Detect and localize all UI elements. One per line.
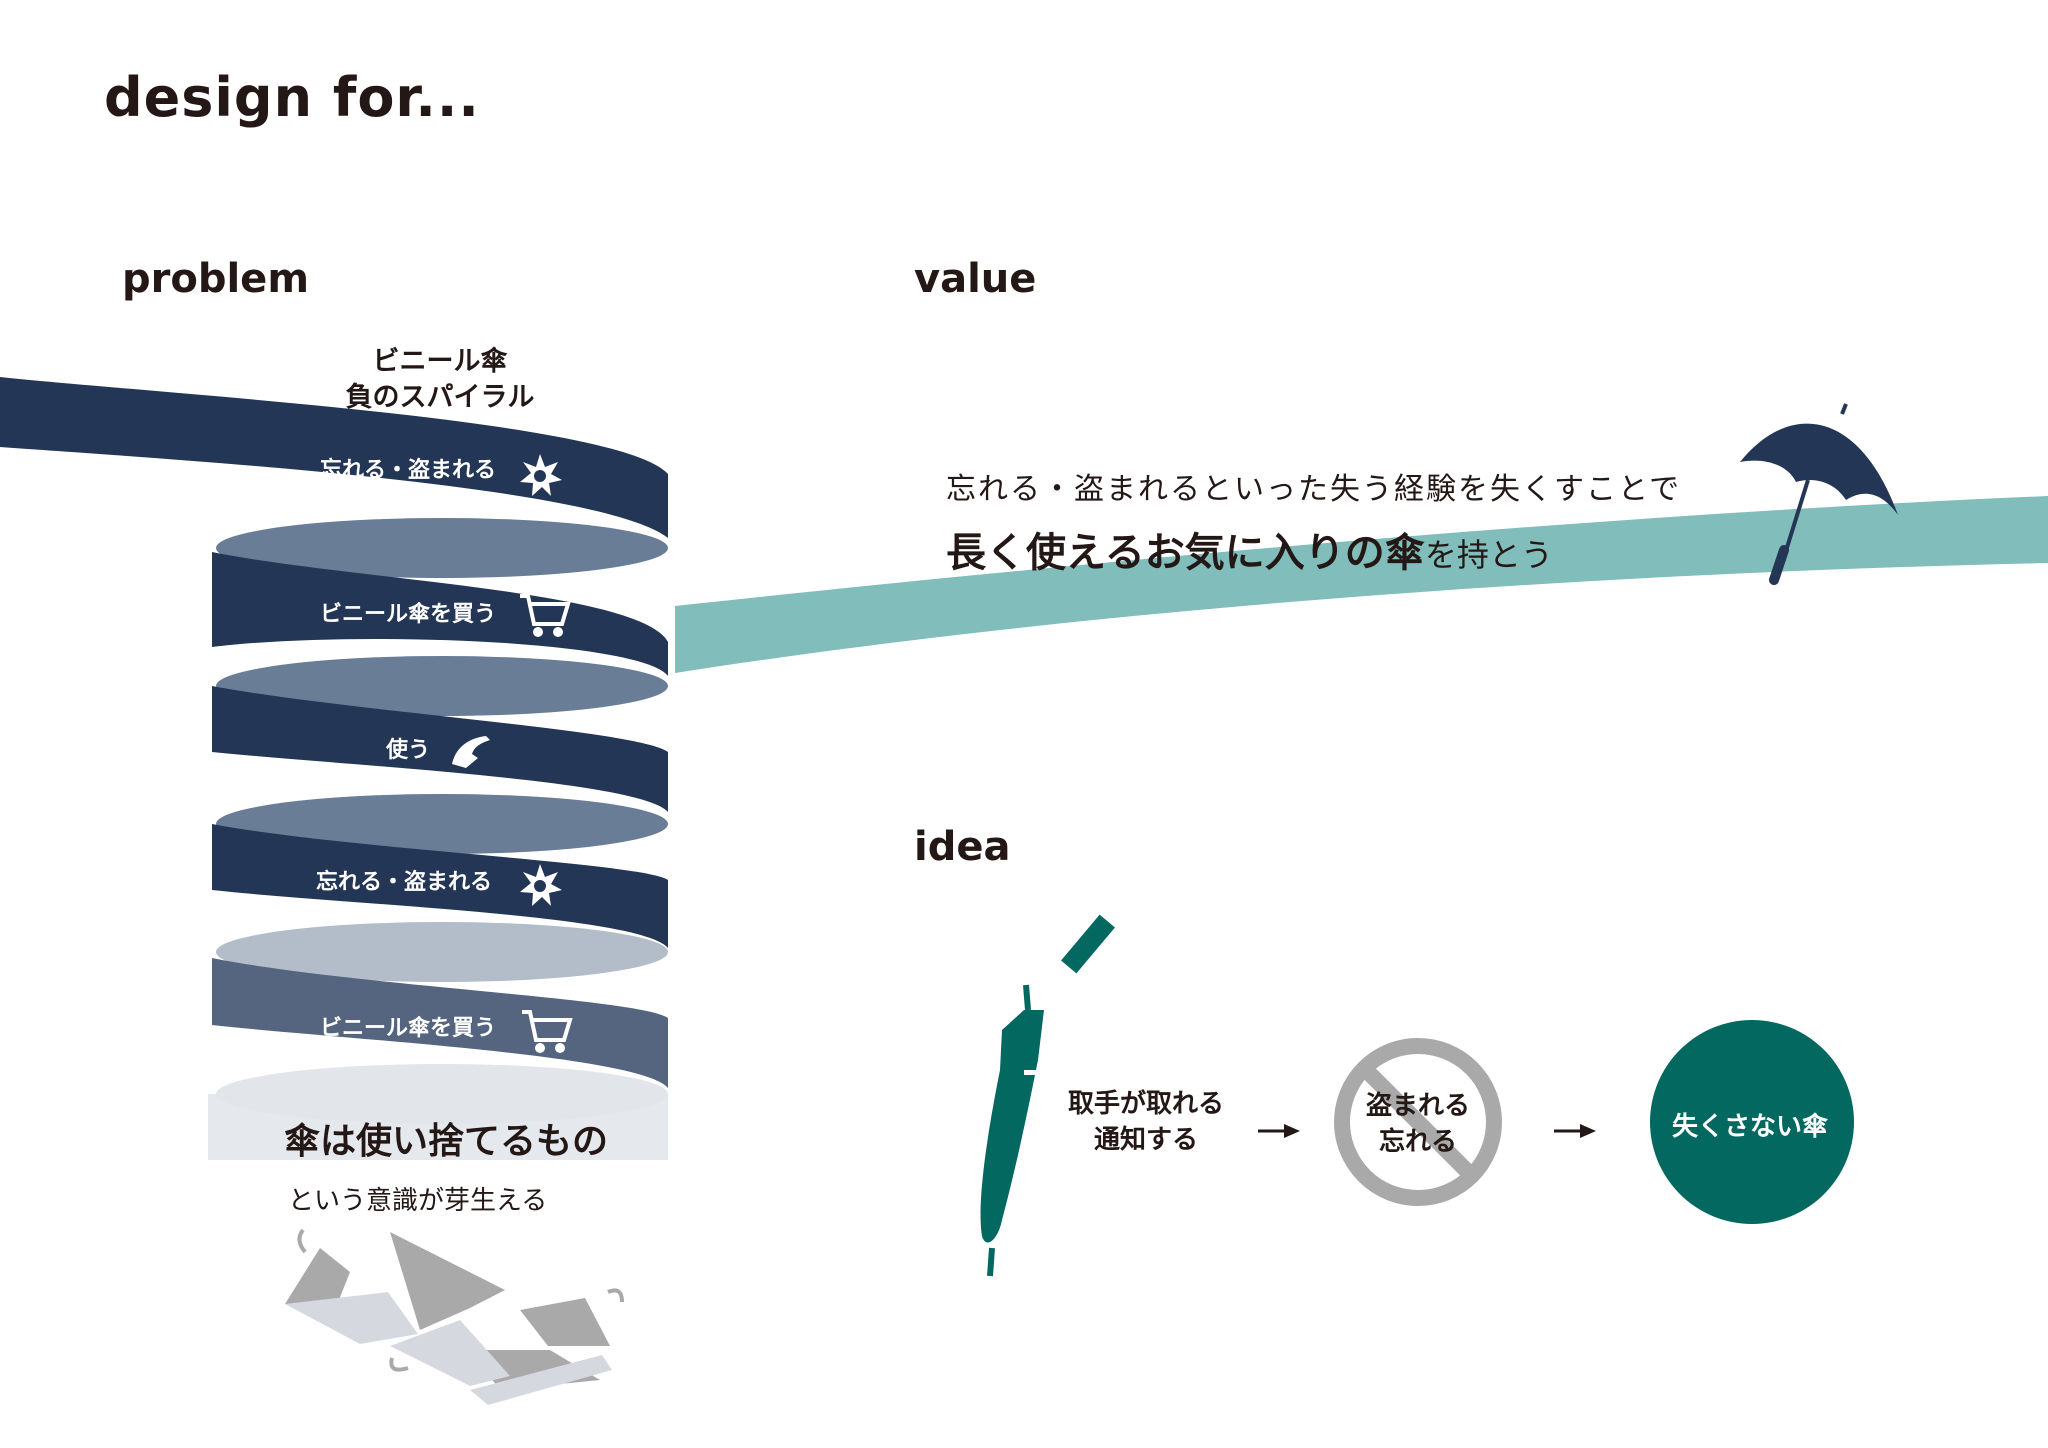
detachable-handle-umbrella-icon [980,914,1115,1277]
spiral-fade [208,1094,668,1160]
cart-icon [520,594,571,637]
band-label-5: ビニール傘を買う [320,1016,497,1041]
value-statement-line-1: 忘れる・盗まれるといった失う経験を失くすことで [946,472,1682,507]
idea-result: 失くさない傘 [1671,1112,1828,1142]
spiral-title-line-2: 負のスパイラル [345,382,535,413]
problem-heading: problem [122,256,309,302]
value-statement-bold: 長く使えるお気に入りの傘 [946,530,1425,576]
idea-step-1-line-2: 通知する [1094,1125,1199,1155]
spiral-band-5 [212,958,668,1088]
value-statement-line-2: 長く使えるお気に入りの傘を持とう [946,520,1553,578]
spiral-band-2 [212,552,668,676]
page-title: design for... [104,66,480,129]
spiral-band-4 [212,824,668,948]
result-circle [1650,1020,1854,1224]
spiral-disc-3 [216,794,668,854]
spiral-title-line-1: ビニール傘 [372,346,508,377]
spiral-title: ビニール傘 負のスパイラル [300,344,580,416]
band-label-4: 忘れる・盗まれる [316,870,493,895]
idea-step-1-line-1: 取手が取れる [1068,1089,1225,1119]
idea-step-1: 取手が取れる 通知する [1068,1086,1224,1158]
band-label-2: ビニール傘を買う [320,602,497,627]
spiral-disc-1 [216,518,668,578]
burst-icon [520,864,562,906]
prohibited-icon [1334,1038,1502,1206]
arrow-icon [1258,1124,1300,1138]
idea-step-2: 盗まれる 忘れる [1358,1088,1478,1160]
value-band [675,496,2048,673]
idea-step-2-line-1: 盗まれる [1365,1091,1470,1121]
conclusion-main: 傘は使い捨てるもの [284,1121,609,1162]
spiral-disc-4 [216,922,668,982]
spiral-band-3 [212,686,668,812]
discarded-umbrellas-icon [285,1232,610,1390]
umbrella-icon [1740,403,1898,585]
value-statement-rest: を持とう [1424,536,1553,574]
arrow-icon [1554,1124,1596,1138]
band-label-1: 忘れる・盗まれる [320,458,497,483]
spiral-band-1 [0,377,668,538]
burst-icon [520,454,562,496]
idea-step-2-line-2: 忘れる [1378,1127,1457,1157]
value-heading: value [914,256,1037,302]
cart-icon [522,1010,573,1053]
hand-icon [452,736,490,768]
discarded-umbrellas-light-icon [285,1228,624,1405]
conclusion-sub: という意識が芽生える [288,1186,548,1216]
spiral-disc-2 [216,656,668,716]
band-label-3: 使う [386,738,431,763]
idea-heading: idea [914,824,1011,870]
